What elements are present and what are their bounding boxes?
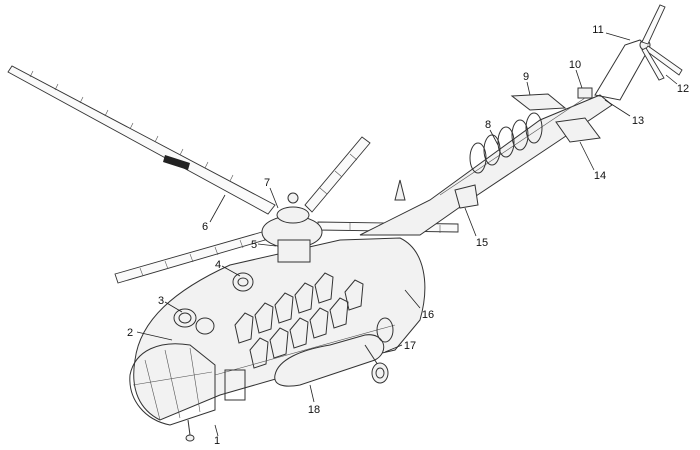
main-rotor-hub-assembly <box>261 192 323 263</box>
leader-9 <box>526 81 531 96</box>
callout-9: 9 <box>523 71 529 83</box>
engine-intake-left <box>173 308 197 328</box>
callout-4: 4 <box>215 259 221 271</box>
callout-7: 7 <box>264 177 270 189</box>
blade-left-ribs <box>29 70 234 182</box>
main-rotor-blades <box>7 65 459 284</box>
leader-15 <box>464 207 477 237</box>
tail-rotor-blade-3 <box>641 47 665 81</box>
cabin-door <box>224 369 246 401</box>
rotor-hub-cap <box>287 192 299 204</box>
tail-rotor-blade-1 <box>641 4 666 45</box>
blade-left-tab <box>163 155 190 170</box>
leader-3 <box>164 301 183 313</box>
leader-1 <box>214 424 219 437</box>
callout-8: 8 <box>485 119 491 131</box>
leader-17 <box>384 344 403 353</box>
callout-11: 11 <box>592 24 603 36</box>
antenna-fin <box>394 179 406 201</box>
engine-intake-right <box>195 317 215 335</box>
main-rotor-blade-lower <box>114 231 266 284</box>
leader-6 <box>209 194 226 223</box>
callout-10: 10 <box>569 59 581 71</box>
main-gearbox <box>277 239 311 263</box>
leader-4 <box>221 265 241 277</box>
blade-lower-ribs <box>139 239 244 277</box>
leader-11 <box>605 32 631 41</box>
leader-14 <box>579 141 595 171</box>
landing-gear <box>185 344 389 442</box>
nose-gear-strut <box>187 419 191 436</box>
nose-gear-wheel <box>185 434 195 442</box>
tail-rotor <box>639 4 683 81</box>
tail-fin <box>594 39 649 101</box>
main-gear-wheel-hub <box>375 367 385 379</box>
leader-10 <box>575 69 583 89</box>
leader-2 <box>136 331 173 341</box>
engine-exhaust <box>232 272 254 292</box>
tail-gearbox <box>577 87 593 99</box>
fuselage <box>129 237 426 426</box>
callout-2: 2 <box>127 327 133 339</box>
callout-16: 16 <box>422 309 434 321</box>
leader-12 <box>665 74 678 85</box>
rotor-hub <box>276 206 310 224</box>
cockpit <box>129 343 216 426</box>
stabilizer-upper <box>510 93 567 111</box>
stabilizer-lower <box>555 117 601 143</box>
main-gear-wheel <box>371 362 389 384</box>
callout-15: 15 <box>476 237 488 249</box>
leader-13 <box>604 99 631 117</box>
cockpit-frames <box>132 347 213 421</box>
main-rotor-blade-left <box>7 65 276 215</box>
callout-12: 12 <box>677 83 689 95</box>
callout-6: 6 <box>202 221 208 233</box>
callout-3: 3 <box>158 295 164 307</box>
external-fuel-tank <box>274 317 394 387</box>
ventral-fairing <box>454 184 479 209</box>
main-gear-strut <box>364 344 379 366</box>
leader-5 <box>257 243 277 247</box>
callout-5: 5 <box>251 239 257 251</box>
tail-bulkheads <box>469 112 543 174</box>
callout-labels: 1 2 3 4 5 6 7 8 9 10 11 12 13 14 15 16 1… <box>127 24 689 447</box>
leader-16 <box>404 289 421 309</box>
tail-boom-body <box>359 94 613 236</box>
fuel-tank-end <box>376 317 394 343</box>
tail-drive-shaft <box>439 97 586 196</box>
leader-18 <box>309 384 315 403</box>
engine-intake-left-inner <box>178 312 192 324</box>
fuel-tank-body <box>274 334 385 387</box>
engine-exhaust-inner <box>237 277 249 287</box>
main-rotor-blade-upper-right <box>304 136 371 213</box>
leader-lines <box>136 32 678 437</box>
cabin-floor <box>214 324 396 376</box>
callout-17: 17 <box>404 340 416 352</box>
callout-18: 18 <box>308 404 320 416</box>
callout-1: 1 <box>214 435 220 447</box>
leader-8 <box>489 129 499 146</box>
callout-13: 13 <box>632 115 644 127</box>
tail-boom <box>359 4 683 236</box>
cabin-seats <box>234 272 364 369</box>
leader-7 <box>269 187 279 209</box>
blade-upper-right-ribs <box>319 153 358 195</box>
callout-14: 14 <box>594 170 606 182</box>
